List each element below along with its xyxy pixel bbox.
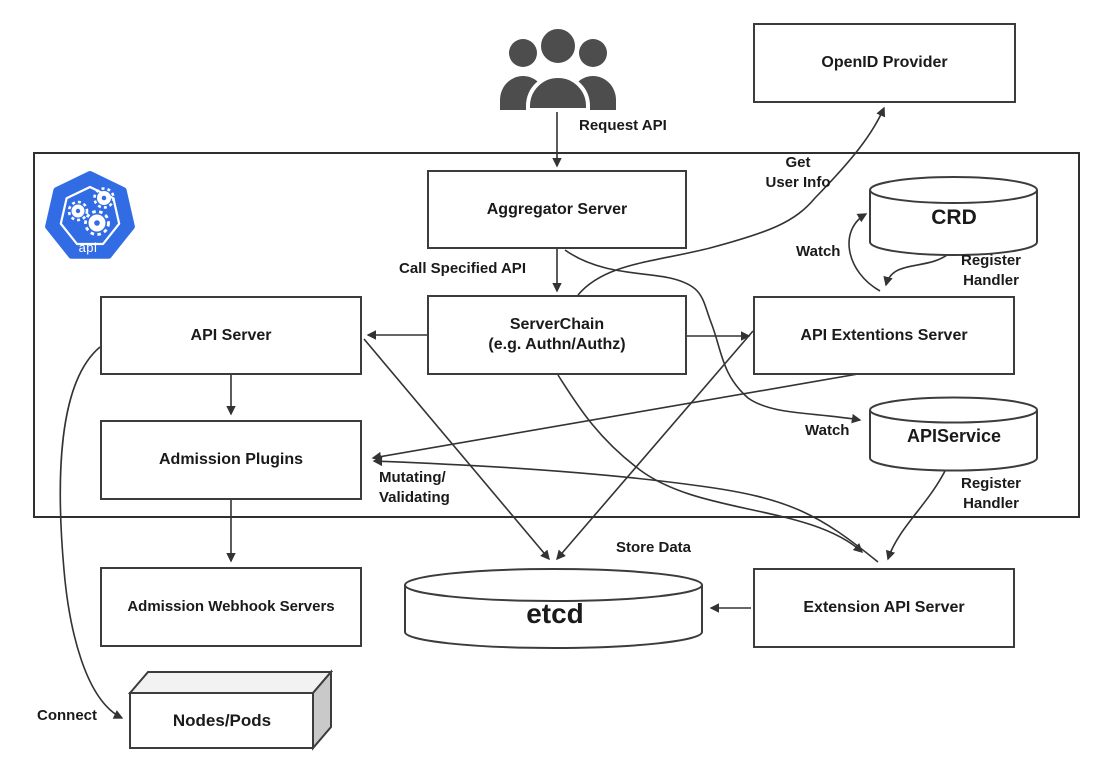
etcd-cylinder (404, 568, 703, 649)
logo-inner-heptagon (59, 185, 121, 246)
logo-gears (67, 187, 115, 236)
edge-label-line: Register (960, 252, 1022, 269)
edge-label-line: Mutating/ (379, 469, 446, 486)
edge-label-request-api: Request API (579, 117, 667, 134)
node-label: Aggregator Server (486, 200, 628, 218)
node-api-server: API Server (100, 296, 362, 375)
edge-label-line: Handler (963, 271, 1019, 289)
edge-label-line: Get (785, 154, 811, 171)
edge-label-line: Validating (379, 488, 450, 506)
edge-label-line: Register (960, 475, 1022, 492)
edge-label-call-specified-api: Call Specified API (399, 260, 526, 277)
edge-label-watch-crd: Watch (796, 243, 841, 260)
node-extension-api-server: Extension API Server (753, 568, 1015, 648)
node-label: Nodes/Pods (172, 711, 272, 730)
edge-label-store-data: Store Data (616, 539, 692, 556)
node-label: Admission Webhook Servers (127, 597, 335, 615)
edge-label-register-handler-crd: Register Handler (955, 251, 1027, 290)
logo-api-label: api (78, 240, 98, 255)
arrow-api-extensions-to-etcd (556, 330, 754, 561)
edge-label-register-handler-apiservice: Register Handler (955, 474, 1027, 513)
edge-label-line: Handler (963, 494, 1019, 512)
arrow-serverchain-to-extension-api (557, 374, 864, 553)
node-nodes-pods: Nodes/Pods (131, 700, 313, 742)
node-admission-plugins: Admission Plugins (100, 420, 362, 500)
node-label: Extension API Server (803, 599, 965, 616)
node-label: API Extentions Server (800, 326, 968, 344)
arrow-register-handler-apiservice (885, 468, 947, 561)
node-label: CRD (931, 206, 977, 229)
edge-label-mutating-validating: Mutating/ Validating (379, 468, 450, 507)
node-label-line1: ServerChain (509, 316, 605, 333)
node-etcd: etcd (408, 592, 702, 636)
users-icon (500, 25, 616, 112)
node-crd: CRD (871, 198, 1037, 238)
arrow-watch-apiservice (564, 249, 862, 424)
node-label: API Server (190, 326, 272, 344)
node-server-chain: ServerChain (e.g. Authn/Authz) (427, 295, 687, 375)
kubernetes-api-logo (45, 171, 135, 259)
arrow-watch-crd (848, 213, 881, 292)
edge-label-line: User Info (765, 173, 831, 191)
edge-label-connect: Connect (37, 707, 97, 724)
crd-cylinder (869, 176, 1038, 256)
edge-label-get-user-info: Get User Info (763, 153, 833, 192)
node-label: APIService (906, 425, 1002, 446)
edge-label-watch-apiservice: Watch (805, 422, 850, 439)
arrow-mutating-upper (371, 373, 859, 462)
node-aggregator-server: Aggregator Server (427, 170, 687, 249)
arrow-api-server-to-etcd (363, 338, 550, 561)
arrow-get-user-info (577, 106, 886, 296)
node-label-line2: (e.g. Authn/Authz) (488, 336, 626, 353)
node-label: etcd (526, 598, 584, 629)
arrow-mutating-lower (372, 456, 879, 563)
node-label: OpenID Provider (821, 54, 948, 71)
apiservice-cylinder (869, 396, 1038, 472)
arrow-register-handler-crd (883, 251, 952, 287)
node-apiservice: APIService (871, 418, 1037, 454)
nodes-pods-box (127, 669, 334, 751)
arrow-connect-nodes (59, 346, 124, 719)
node-openid-provider: OpenID Provider (753, 23, 1016, 103)
node-admission-webhook-servers: Admission Webhook Servers (100, 567, 362, 647)
node-api-extensions-server: API Extentions Server (753, 296, 1015, 375)
node-label: Admission Plugins (158, 451, 303, 468)
